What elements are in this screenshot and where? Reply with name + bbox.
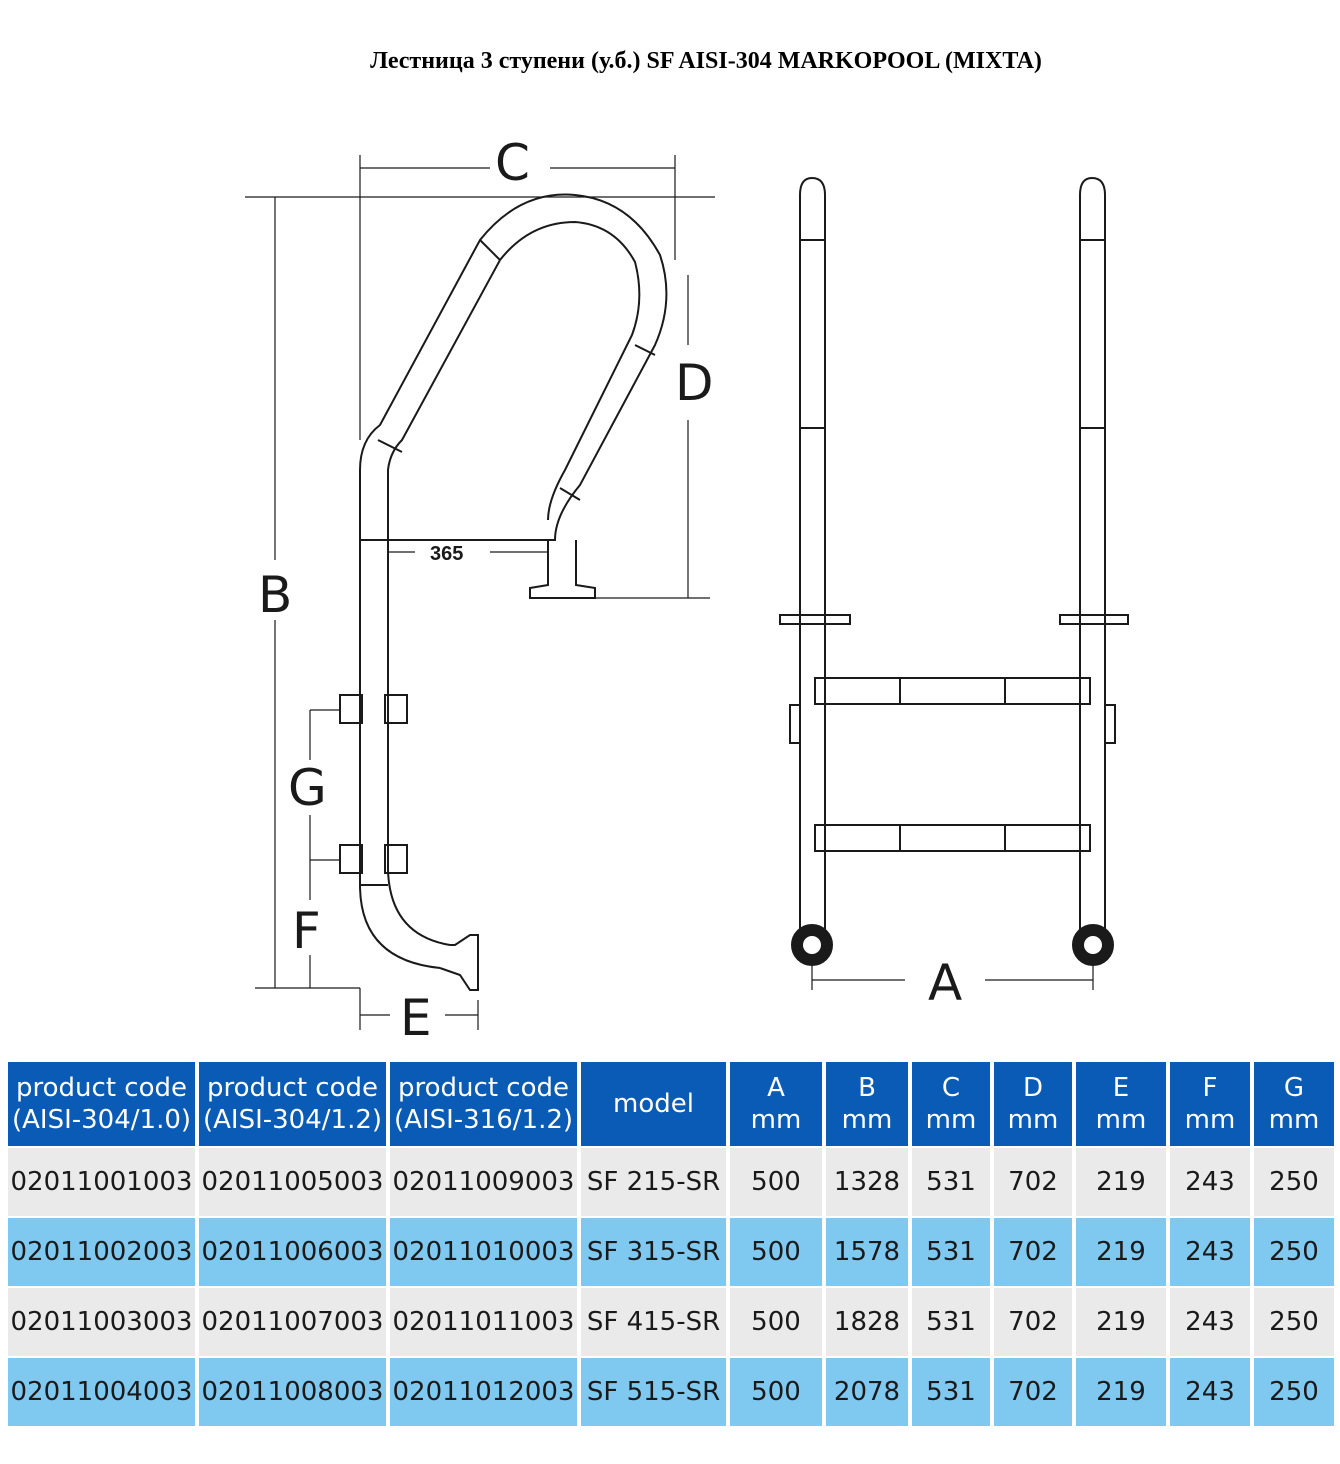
table-cell: SF 415-SR	[581, 1288, 726, 1356]
table-cell: 243	[1170, 1358, 1250, 1426]
table-row: 02011004003 02011008003 02011012003 SF 5…	[8, 1358, 1334, 1426]
side-step-clamp-lower-right	[384, 844, 408, 874]
table-cell: 02011004003	[8, 1358, 195, 1426]
table-cell: 702	[994, 1148, 1072, 1216]
side-bottom-flange	[439, 934, 479, 991]
table-cell: 702	[994, 1288, 1072, 1356]
side-step-clamp-upper-right	[384, 694, 408, 724]
label-365: 365	[430, 543, 463, 565]
table-cell: 02011007003	[199, 1288, 386, 1356]
side-step-clamp-lower-left	[339, 844, 363, 874]
dim-b-line	[245, 196, 715, 989]
table-cell: 500	[730, 1358, 822, 1426]
table-cell: 219	[1076, 1358, 1166, 1426]
front-step-upper	[814, 677, 1091, 705]
front-left-anchor	[779, 614, 851, 625]
dim-c-line	[359, 155, 676, 440]
table-cell: 243	[1170, 1148, 1250, 1216]
table-cell: 531	[912, 1288, 990, 1356]
label-g: G	[288, 759, 327, 817]
side-step-clamp-upper-left	[339, 694, 363, 724]
ladder-technical-drawing: C B D G F E A 365	[245, 134, 1129, 1047]
label-f: F	[292, 902, 321, 960]
table-cell: SF 315-SR	[581, 1218, 726, 1286]
table-cell: 702	[994, 1358, 1072, 1426]
table-cell: 02011008003	[199, 1358, 386, 1426]
table-cell: 500	[730, 1218, 822, 1286]
table-cell: 219	[1076, 1148, 1166, 1216]
table-row: 02011003003 02011007003 02011011003 SF 4…	[8, 1288, 1334, 1356]
table-cell: 243	[1170, 1288, 1250, 1356]
table-cell: 531	[912, 1358, 990, 1426]
front-left-rail	[799, 176, 826, 940]
table-cell: 2078	[826, 1358, 908, 1426]
table-cell: 02011009003	[390, 1148, 577, 1216]
table-header-row: product code(AISI-304/1.0) product code(…	[8, 1062, 1334, 1146]
spec-table: product code(AISI-304/1.0) product code(…	[4, 1060, 1338, 1428]
header-cell: model	[581, 1062, 726, 1146]
table-cell: 02011001003	[8, 1148, 195, 1216]
side-deck-anchor	[529, 540, 596, 599]
table-cell: 1578	[826, 1218, 908, 1286]
table-cell: 531	[912, 1148, 990, 1216]
dim-a-line	[811, 965, 1094, 990]
front-step-lower	[814, 824, 1091, 852]
dim-e-line	[359, 988, 479, 1030]
label-e: E	[400, 989, 432, 1047]
table-cell: 02011002003	[8, 1218, 195, 1286]
table-cell: 250	[1254, 1148, 1334, 1216]
front-right-anchor	[1059, 614, 1129, 625]
label-c: C	[495, 134, 530, 192]
table-cell: 250	[1254, 1218, 1334, 1286]
side-handrail	[359, 193, 668, 541]
table-row: 02011002003 02011006003 02011010003 SF 3…	[8, 1218, 1334, 1286]
page-title: Лестница 3 ступени (у.б.) SF AISI-304 MA…	[370, 48, 1042, 74]
dim-g-line	[309, 709, 340, 861]
side-handrail-inner	[387, 220, 641, 540]
table-cell: 531	[912, 1218, 990, 1286]
table-cell: 1328	[826, 1148, 908, 1216]
table-cell: 250	[1254, 1288, 1334, 1356]
table-cell: 500	[730, 1148, 822, 1216]
side-lower-tube	[359, 540, 451, 969]
table-row: 02011001003 02011005003 02011009003 SF 2…	[8, 1148, 1334, 1216]
header-cell: product code(AISI-316/1.2)	[390, 1062, 577, 1146]
table-cell: 500	[730, 1288, 822, 1356]
table-cell: SF 515-SR	[581, 1358, 726, 1426]
dim-d-line	[595, 275, 710, 599]
label-d: D	[675, 354, 714, 412]
header-cell: product code(AISI-304/1.0)	[8, 1062, 195, 1146]
table-cell: 02011006003	[199, 1218, 386, 1286]
table-cell: SF 215-SR	[581, 1148, 726, 1216]
header-cell: product code(AISI-304/1.2)	[199, 1062, 386, 1146]
table-cell: 02011003003	[8, 1288, 195, 1356]
table-cell: 02011011003	[390, 1288, 577, 1356]
front-right-rail	[1079, 176, 1106, 940]
table-cell: 1828	[826, 1288, 908, 1356]
table-cell: 219	[1076, 1218, 1166, 1286]
label-b: B	[258, 566, 292, 624]
table-cell: 702	[994, 1218, 1072, 1286]
table-cell: 219	[1076, 1288, 1166, 1356]
label-a: A	[928, 954, 962, 1012]
table-cell: 02011010003	[390, 1218, 577, 1286]
table-cell: 02011012003	[390, 1358, 577, 1426]
table-cell: 02011005003	[199, 1148, 386, 1216]
table-cell: 250	[1254, 1358, 1334, 1426]
table-cell: 243	[1170, 1218, 1250, 1286]
